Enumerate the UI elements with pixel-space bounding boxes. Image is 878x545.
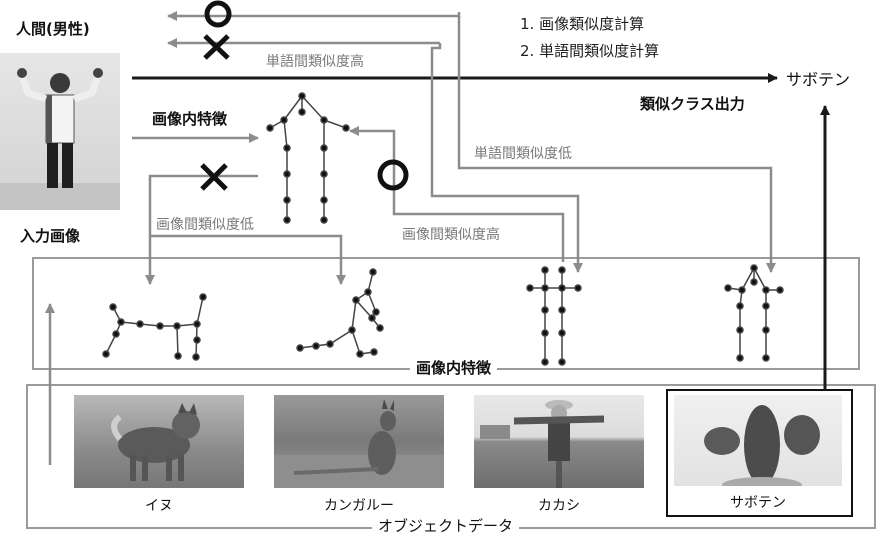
dog-photo [74,395,244,488]
mismatch-cross-icon [203,34,230,60]
label-image-sim-low: 画像間類似度低 [156,217,254,233]
input-image-caption: 入力画像 [20,227,81,245]
label-image-features-box: 画像内特徴 [410,361,498,376]
kangaroo-feature-graph [296,268,384,358]
route-image-low-dog [145,174,258,285]
step-1: 1. 画像類似度計算 [520,15,645,33]
label-word-sim-high: 単語間類似度高 [266,54,364,70]
label-image-sim-high: 画像間類似度高 [402,227,500,243]
route-image-high [349,126,565,262]
label-word-sim-low: 単語間類似度低 [474,146,572,162]
cactus-feature-graph [724,264,784,362]
match-circle-icon [204,0,232,28]
object-caption-scarecrow: カカシ [538,498,580,514]
route-word-low [430,43,583,273]
output-caption: 類似クラス出力 [640,95,745,113]
cactus-photo [674,395,842,486]
step-2: 2. 単語間類似度計算 [520,42,660,60]
scarecrow-photo [474,395,644,488]
object-caption-kangaroo: カンガルー [324,498,394,514]
mismatch-cross-icon-2 [200,163,228,191]
route-image-low-kangaroo [150,234,346,285]
dog-feature-graph [102,293,207,361]
image-features-box [32,257,860,370]
route-word-high [457,16,776,273]
input-person-photo [0,53,120,210]
kangaroo-photo [274,395,444,488]
cactus-highlight-box [666,389,853,517]
input-skeleton-graph [266,92,350,224]
arrow-top-o [167,11,461,21]
label-image-features-top: 画像内特徴 [152,110,228,128]
label-object-data: オブジェクトデータ [372,519,520,534]
match-circle-icon-2 [377,159,409,191]
object-caption-cactus: サボテン [730,495,786,511]
object-caption-dog: イヌ [145,498,173,514]
scarecrow-feature-graph [526,266,582,366]
input-person-label: 人間(男性) [16,20,90,38]
output-result: サボテン [786,70,851,89]
